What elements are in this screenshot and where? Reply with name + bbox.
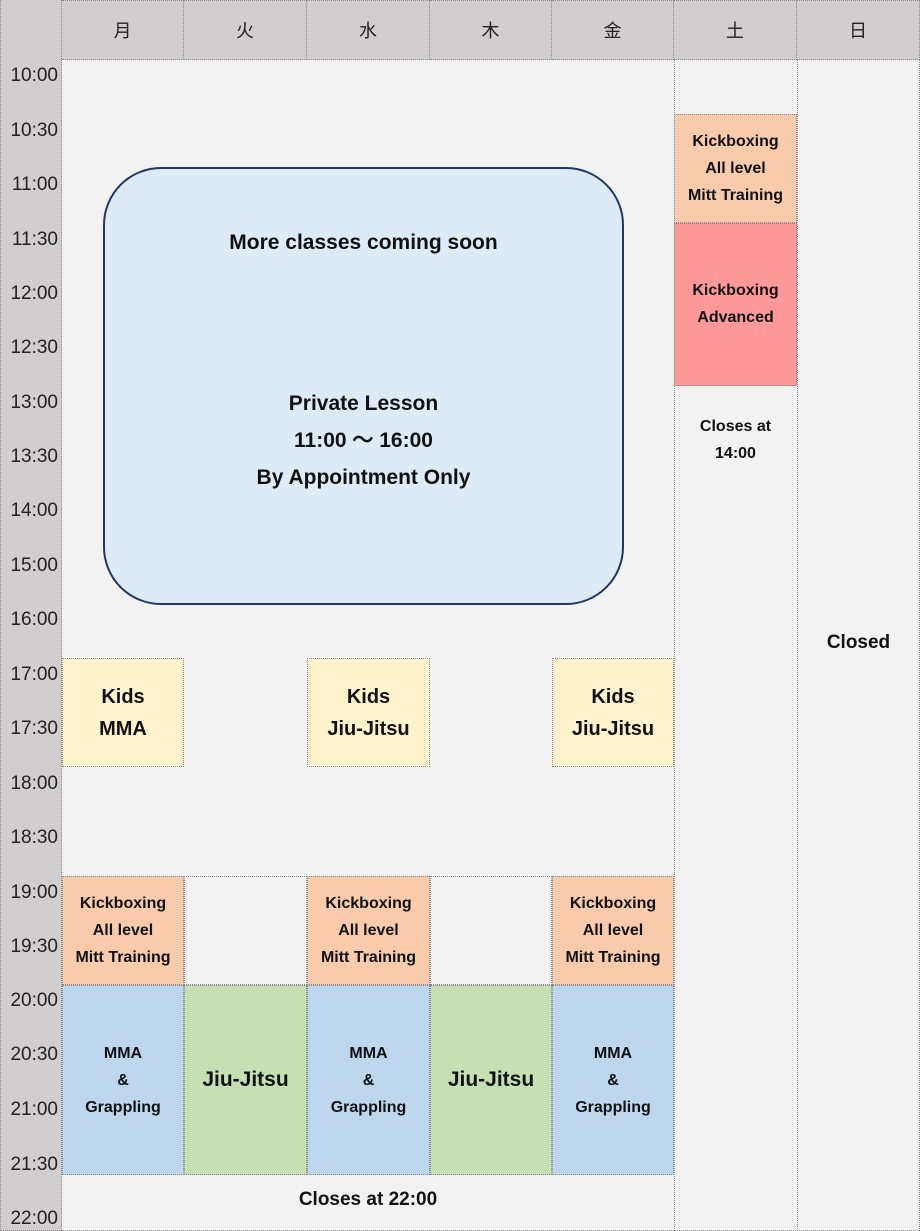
class-block-thu-jiu-jitsu: Jiu-Jitsu: [430, 985, 552, 1175]
class-line: All level: [582, 922, 644, 939]
time-column: [0, 0, 62, 1231]
time-label: 22:00: [10, 1208, 58, 1229]
time-label: 18:00: [10, 773, 58, 794]
class-block-fri-kickboxing-all-level: Kickboxing All level Mitt Training: [552, 876, 674, 985]
private-lesson-hours: 11:00 〜 16:00: [294, 429, 433, 452]
class-line: Kickboxing: [569, 895, 657, 912]
sunday-closed-note: Closed: [826, 632, 891, 653]
private-lesson-box: More classes coming soon Private Lesson …: [103, 167, 624, 605]
class-line: Mitt Training: [320, 949, 417, 966]
class-block-tue-jiu-jitsu: Jiu-Jitsu: [184, 985, 307, 1175]
day-header-tue: 火: [184, 0, 307, 60]
class-block-sat-kickboxing-advanced: Kickboxing Advanced: [674, 223, 797, 386]
day-header-sun: 日: [797, 0, 920, 60]
coming-soon-text: More classes coming soon: [229, 231, 498, 254]
time-label: 16:00: [10, 609, 58, 630]
class-line: Kickboxing: [79, 895, 167, 912]
day-header-thu: 木: [430, 0, 552, 60]
class-line: Jiu-Jitsu: [327, 717, 410, 740]
class-line: &: [362, 1071, 375, 1089]
private-lesson-title: Private Lesson: [288, 392, 439, 415]
time-label: 12:30: [10, 337, 58, 358]
time-label: 10:00: [10, 65, 58, 86]
time-label: 18:30: [10, 827, 58, 848]
day-header-wed: 水: [307, 0, 430, 60]
class-block-fri-kids-jiu-jitsu: Kids Jiu-Jitsu: [552, 658, 674, 767]
class-line: &: [607, 1071, 619, 1089]
class-line: Kickboxing: [692, 282, 779, 299]
day-header-fri: 金: [552, 0, 674, 60]
column-divider: [674, 60, 675, 1231]
class-block-fri-mma-grappling: MMA & Grappling: [552, 985, 674, 1175]
class-line: Mitt Training: [75, 949, 171, 966]
class-line: Jiu-Jitsu: [447, 1068, 535, 1091]
class-line: All level: [338, 922, 399, 939]
class-line: MMA: [103, 1044, 143, 1062]
class-line: MMA: [349, 1044, 388, 1062]
class-line: MMA: [99, 717, 147, 740]
saturday-close-note: Closes at 14:00: [674, 413, 797, 467]
note-line: 14:00: [715, 445, 756, 462]
class-line: &: [117, 1071, 129, 1089]
class-line: Grappling: [85, 1098, 161, 1116]
private-lesson-note: By Appointment Only: [256, 466, 471, 489]
time-label: 19:00: [10, 882, 58, 903]
day-header-sat: 土: [674, 0, 797, 60]
empty-slot-thu: [430, 876, 552, 985]
class-block-mon-mma-grappling: MMA & Grappling: [62, 985, 184, 1175]
class-block-wed-kickboxing-all-level: Kickboxing All level Mitt Training: [307, 876, 430, 985]
time-label: 21:30: [10, 1154, 58, 1175]
time-label: 19:30: [10, 936, 58, 957]
class-line: Kickboxing: [325, 895, 412, 912]
class-line: MMA: [593, 1044, 633, 1062]
class-line: All level: [92, 922, 154, 939]
class-block-wed-mma-grappling: MMA & Grappling: [307, 985, 430, 1175]
empty-slot-tue: [184, 876, 307, 985]
class-line: Kids: [346, 685, 391, 708]
day-header-mon: 月: [62, 0, 184, 60]
class-line: Kids: [591, 685, 635, 708]
class-line: Grappling: [575, 1098, 651, 1116]
time-label: 20:00: [10, 990, 58, 1011]
time-label: 17:00: [10, 664, 58, 685]
note-line: Closes at: [699, 418, 772, 435]
time-label: 11:30: [11, 229, 58, 250]
class-block-mon-kids-mma: Kids MMA: [62, 658, 184, 767]
class-line: Kickboxing: [692, 133, 779, 150]
class-line: Kids: [101, 685, 145, 708]
class-line: Jiu-Jitsu: [571, 717, 655, 740]
time-label: 13:00: [10, 392, 58, 413]
time-label: 20:30: [10, 1044, 58, 1065]
time-label: 17:30: [10, 718, 58, 739]
column-divider: [797, 60, 798, 1231]
time-label: 13:30: [10, 446, 58, 467]
class-block-wed-kids-jiu-jitsu: Kids Jiu-Jitsu: [307, 658, 430, 767]
time-label: 21:00: [10, 1099, 58, 1120]
class-block-mon-kickboxing-all-level: Kickboxing All level Mitt Training: [62, 876, 184, 985]
time-label: 14:00: [10, 500, 58, 521]
time-label: 10:30: [10, 120, 58, 141]
time-label: 11:00: [11, 174, 58, 195]
class-line: Jiu-Jitsu: [202, 1068, 289, 1091]
class-line: Advanced: [697, 309, 774, 326]
class-block-sat-kickboxing-all-level: Kickboxing All level Mitt Training: [674, 114, 797, 223]
time-label: 12:00: [10, 283, 58, 304]
class-line: All level: [705, 160, 766, 177]
class-line: Mitt Training: [565, 949, 661, 966]
class-line: Grappling: [330, 1098, 407, 1116]
time-label: 15:00: [10, 555, 58, 576]
weekday-close-note: Closes at 22:00: [298, 1189, 438, 1210]
class-line: Mitt Training: [687, 187, 784, 204]
